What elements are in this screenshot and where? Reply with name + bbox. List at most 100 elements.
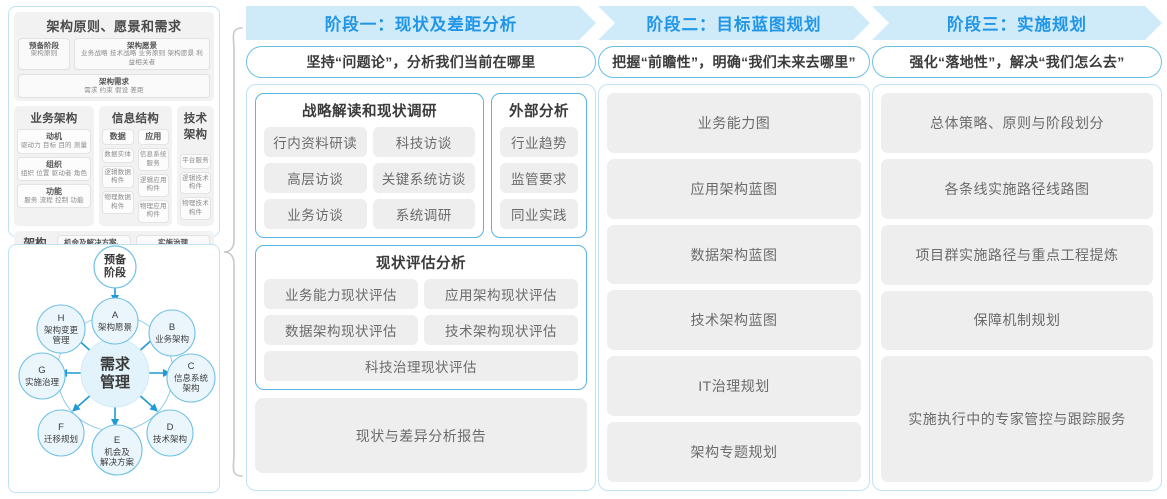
tech-cell-platform-service: 平台服务	[180, 154, 211, 169]
chip-item[interactable]: 技术架构蓝图	[607, 290, 861, 351]
cycle-node-c-key: C	[188, 361, 195, 372]
cycle-node-h-label2: 管理	[52, 335, 70, 345]
information-subcolumns: 数据 数据实体 逻辑数据构件 物理数据构件	[102, 129, 169, 223]
phase-1-report[interactable]: 现状与差异分析报告	[255, 398, 587, 473]
togaf-prep-sub: 架构原则	[30, 50, 58, 58]
chip-item[interactable]: 数据架构现状评估	[264, 315, 418, 345]
phase-2-subtitle: 把握“前瞻性”，明确“我们未来去哪里”	[598, 46, 870, 78]
cycle-center-line1: 需求	[100, 355, 131, 373]
chip-item[interactable]: 各条线实施路径线路图	[881, 158, 1153, 219]
info-cell-application: 应用	[137, 129, 169, 146]
tech-cell-physical-tech: 物理技术构件	[180, 197, 211, 221]
pillar-cell-motivation: 动机 驱动力 目标 目的 测量	[17, 129, 91, 154]
pillar-technical-architecture: 技术架构 平台服务 逻辑技术构件 物理技术构件	[177, 106, 214, 226]
tech-cell-logical-tech: 逻辑技术构件	[180, 171, 211, 195]
adm-cycle-diagram: 预备 阶段 需求 管理 A 架构愿景 B 业务架构 C 信息系统 架构	[18, 245, 216, 476]
chip-item[interactable]: 保障机制规划	[881, 290, 1153, 351]
phase-1-body: 战略解读和现状调研 行内资料研读 科技访谈 高层访谈 关键系统访谈 业务访谈 系…	[246, 84, 596, 491]
chip-item[interactable]: 行业趋势	[500, 127, 578, 157]
chip-item[interactable]: IT治理规划	[607, 356, 861, 417]
phase-3-header: 阶段三：实施规划	[872, 6, 1162, 40]
group-strategy-title: 战略解读和现状调研	[302, 104, 437, 120]
phase-column-1: 阶段一：现状及差距分析 坚持“问题论”，分析我们当前在哪里 战略解读和现状调研 …	[246, 6, 596, 491]
information-data-column: 数据 数据实体 逻辑数据构件 物理数据构件	[102, 129, 134, 223]
chip-item[interactable]: 架构专题规划	[607, 422, 861, 482]
information-app-column: 应用 信息系统服务 逻辑应用构件 物理应用构件	[137, 129, 169, 223]
cycle-node-d-key: D	[167, 422, 174, 433]
info-cell-data-entity: 数据实体	[102, 148, 134, 163]
cycle-prep-line2: 阶段	[104, 265, 126, 279]
cycle-prep-line1: 预备	[104, 252, 127, 266]
cycle-node-g[interactable]	[18, 352, 66, 400]
chip-item[interactable]: 应用架构蓝图	[607, 158, 861, 219]
cycle-node-b[interactable]	[148, 309, 196, 357]
togaf-vision-box: 架构愿景 业务战略 技术战略 业务原则 架构愿景 利益相关者	[74, 38, 210, 71]
chip-item[interactable]: 项目群实施路径与重点工程提炼	[881, 224, 1153, 285]
chip-item[interactable]: 数据架构蓝图	[607, 224, 861, 285]
adm-cycle-card: 预备 阶段 需求 管理 A 架构愿景 B 业务架构 C 信息系统 架构	[8, 244, 220, 493]
phase-1-subtitle: 坚持“问题论”，分析我们当前在哪里	[246, 46, 596, 78]
chip-item[interactable]: 业务访谈	[264, 199, 367, 229]
chip-item[interactable]: 科技访谈	[372, 127, 475, 157]
chip-item[interactable]: 实施执行中的专家管控与跟踪服务	[881, 356, 1153, 483]
chip-item[interactable]: 高层访谈	[264, 163, 367, 193]
cycle-node-e-key: E	[114, 435, 120, 446]
togaf-prep-head: 预备阶段	[29, 41, 59, 50]
chip-item[interactable]: 业务能力图	[607, 93, 861, 153]
chip-item[interactable]: 行内资料研读	[264, 127, 367, 157]
cycle-node-e-label2: 解决方案	[100, 457, 135, 467]
cycle-center[interactable]	[80, 338, 150, 408]
cycle-node-b-key: B	[169, 322, 175, 333]
pillar-title-information: 信息结构	[111, 113, 160, 126]
pillar-title-technical: 技术架构	[183, 113, 208, 142]
chip-item[interactable]: 关键系统访谈	[372, 163, 475, 193]
cycle-node-c[interactable]	[166, 353, 216, 403]
cycle-node-a-label: 架构愿景	[98, 322, 132, 332]
cycle-node-f[interactable]	[37, 409, 85, 457]
info-cell-data: 数据	[102, 129, 134, 146]
cycle-node-b-label: 业务架构	[155, 334, 189, 344]
togaf-requirements-box: 架构需求 需求 约束 假设 差距	[18, 74, 210, 99]
pillar-cell-function: 功能 服务 流程 控制 功能	[17, 183, 91, 209]
togaf-vision-row: 预备阶段 架构原则 架构愿景 业务战略 技术战略 业务原则 架构愿景 利益相关者	[18, 38, 210, 71]
chip-item[interactable]: 应用架构现状评估	[424, 279, 578, 309]
togaf-vision-sub: 业务战略 技术战略 业务原则 架构愿景 利益相关者	[81, 50, 203, 66]
cycle-node-h-label1: 架构变更	[44, 325, 79, 335]
togaf-title: 架构原则、愿景和需求	[46, 19, 182, 34]
pillar-business-architecture: 业务架构 动机 驱动力 目标 目的 测量 组织 组织 位置 驱动者 角色 功能 …	[14, 106, 94, 226]
cycle-node-prep[interactable]	[93, 245, 137, 289]
cycle-node-g-key: G	[38, 365, 45, 376]
pillar-title-business: 业务架构	[30, 113, 78, 126]
group-current-state-assessment: 现状评估分析 业务能力现状评估 应用架构现状评估 数据架构现状评估 技术架构现状…	[255, 245, 587, 390]
cycle-node-h-key: H	[58, 313, 65, 324]
chip-item[interactable]: 业务能力现状评估	[264, 279, 418, 309]
brace-connector	[223, 27, 243, 477]
cycle-node-d[interactable]	[146, 409, 194, 457]
group-assessment-title: 现状评估分析	[376, 256, 466, 272]
chip-item[interactable]: 总体策略、原则与阶段划分	[881, 93, 1153, 153]
cycle-node-h[interactable]	[36, 304, 86, 354]
group-assessment-items: 业务能力现状评估 应用架构现状评估 数据架构现状评估 技术架构现状评估 科技治理…	[264, 279, 578, 381]
chip-item[interactable]: 科技治理现状评估	[264, 351, 578, 381]
group-external-items: 行业趋势 监管要求 同业实践	[500, 127, 578, 229]
group-strategy-research: 战略解读和现状调研 行内资料研读 科技访谈 高层访谈 关键系统访谈 业务访谈 系…	[255, 93, 484, 238]
cycle-node-f-label: 迁移规划	[44, 434, 78, 444]
cycle-node-e-label1: 机会及	[104, 447, 130, 457]
pillar-cell-organization: 组织 组织 位置 驱动者 角色	[17, 156, 91, 181]
cycle-node-c-label1: 信息系统	[174, 373, 209, 383]
cycle-node-a[interactable]	[91, 297, 139, 345]
togaf-top-band: 架构原则、愿景和需求 预备阶段 架构原则 架构愿景 业务战略 技术战略 业务原则…	[14, 12, 214, 102]
chip-item[interactable]: 技术架构现状评估	[424, 315, 578, 345]
phase-3-body: 总体策略、原则与阶段划分 各条线实施路径线路图 项目群实施路径与重点工程提炼 保…	[872, 84, 1162, 491]
group-external-title: 外部分析	[509, 104, 569, 120]
togaf-vision-head: 架构愿景	[127, 41, 157, 50]
chip-item[interactable]: 同业实践	[500, 199, 578, 229]
left-panel: 架构原则、愿景和需求 预备阶段 架构原则 架构愿景 业务战略 技术战略 业务原则…	[8, 6, 220, 493]
cycle-node-f-key: F	[58, 422, 64, 433]
cycle-node-e[interactable]	[91, 424, 143, 476]
chip-item[interactable]: 监管要求	[500, 163, 578, 193]
info-cell-is-service: 信息系统服务	[137, 148, 169, 171]
chip-item[interactable]: 系统调研	[372, 199, 475, 229]
cycle-node-d-label: 技术架构	[153, 434, 187, 444]
